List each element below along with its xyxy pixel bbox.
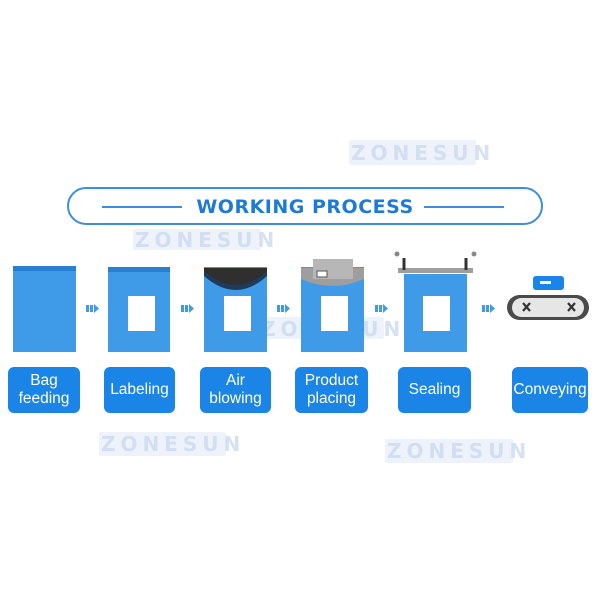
step-label-line1: Sealing: [408, 381, 461, 398]
product-placing-illustration: [301, 259, 364, 352]
air-blowing-illustration: [204, 267, 267, 352]
step-label-sealing: Sealing: [398, 367, 471, 413]
step-label-line1: Labeling: [110, 381, 169, 398]
step-label-line1: Bag: [30, 372, 58, 389]
step-label-line1: Product: [304, 372, 359, 389]
step-label-air-blowing: Air blowing: [200, 367, 271, 413]
step-label-labeling: Labeling: [104, 367, 175, 413]
bag-feeding-illustration: [13, 266, 76, 352]
watermark: ZONESUN: [387, 439, 532, 463]
step-label-line2: placing: [306, 390, 357, 407]
title-banner: WORKING PROCESS: [67, 187, 543, 225]
step-label-line1: Conveying: [513, 381, 587, 398]
arrows: [86, 304, 495, 313]
watermark: ZONESUN: [101, 432, 246, 456]
watermark: ZONESUN: [135, 228, 280, 252]
watermark: ZONESUN: [351, 141, 496, 165]
step-label-line1: Air: [226, 372, 245, 389]
step-label-line2: feeding: [18, 390, 70, 407]
conveying-illustration: [507, 276, 589, 320]
step-label-line2: blowing: [209, 390, 262, 407]
sealing-illustration: [394, 251, 477, 352]
step-label-bag-feeding: Bag feeding: [8, 367, 80, 413]
title-left-rule: [102, 206, 182, 208]
step-label-product-placing: Product placing: [295, 367, 368, 413]
title-right-rule: [424, 206, 504, 208]
labeling-illustration: [108, 267, 170, 352]
page-title: WORKING PROCESS: [196, 196, 414, 218]
step-label-conveying: Conveying: [512, 367, 588, 413]
